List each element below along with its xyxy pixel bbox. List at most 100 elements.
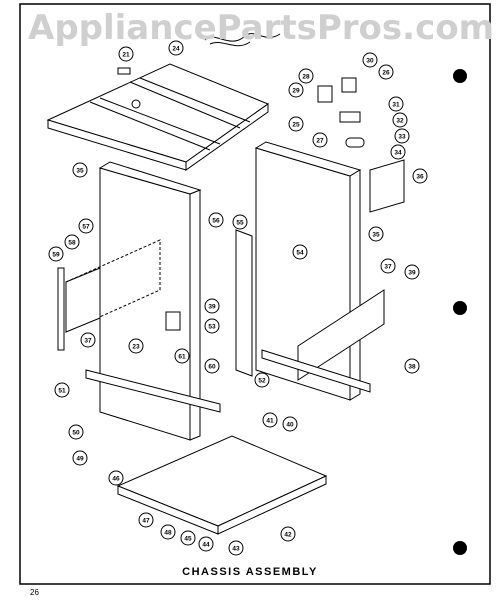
callout-circle	[380, 258, 396, 274]
callout-label: 38	[408, 363, 416, 370]
bottom-rail	[85, 369, 221, 413]
callout-circle	[54, 382, 70, 398]
callout-label: 34	[394, 149, 402, 156]
callout-circle	[128, 338, 144, 354]
callout-label: 23	[132, 343, 140, 350]
callout-circle	[232, 214, 248, 230]
callout-circle	[204, 298, 220, 314]
callout-circle	[72, 162, 88, 178]
callout-label: 39	[208, 303, 216, 310]
access-panel	[65, 267, 101, 333]
gasket	[57, 267, 65, 351]
callout-circle	[388, 96, 404, 112]
callout-label: 27	[316, 137, 324, 144]
page-border	[19, 3, 491, 585]
callout-label: 41	[266, 417, 274, 424]
base-plate-side	[217, 475, 327, 535]
clip-part	[339, 111, 361, 123]
binder-hole	[453, 301, 467, 315]
wire-harness	[204, 33, 281, 42]
callout-circle	[282, 416, 298, 432]
callout-circle	[298, 68, 314, 84]
callout-circle	[168, 40, 184, 56]
callout-circle	[198, 536, 214, 552]
callout-label: 43	[232, 545, 240, 552]
callout-label: 42	[284, 531, 292, 538]
top-panel-rail	[129, 81, 241, 129]
bottom-rail	[261, 349, 371, 393]
callout-label: 37	[384, 263, 392, 270]
callout-label: 58	[68, 239, 76, 246]
bracket-part	[165, 311, 181, 331]
parts-drawing	[46, 33, 405, 535]
callout-label: 30	[366, 57, 374, 64]
callout-circle	[404, 264, 420, 280]
bracket-part	[117, 67, 131, 75]
callout-circle	[362, 52, 378, 68]
callout-label: 36	[416, 173, 424, 180]
callout-circle	[412, 168, 428, 184]
callout-label: 35	[372, 231, 380, 238]
cylinder-part	[345, 137, 365, 148]
callout-label: 48	[164, 529, 172, 536]
callout-circle	[390, 144, 406, 160]
callout-label: 21	[122, 51, 130, 58]
callout-label: 54	[296, 249, 304, 256]
callout-label: 40	[286, 421, 294, 428]
page-number: 26	[30, 588, 39, 597]
diagram-caption: CHASSIS ASSEMBLY	[182, 566, 318, 578]
callout-label: 51	[58, 387, 66, 394]
callout-circle	[262, 412, 278, 428]
binder-hole	[453, 541, 467, 555]
callout-circle	[204, 318, 220, 334]
callout-label: 49	[76, 455, 84, 462]
wire-harness	[209, 41, 251, 47]
callout-circle	[204, 358, 220, 374]
callout-circle	[392, 112, 408, 128]
callout-circle	[280, 526, 296, 542]
callout-label: 32	[396, 117, 404, 124]
callout-label: 59	[52, 251, 60, 258]
left-side-panel-top	[98, 161, 202, 195]
callout-circle	[118, 46, 134, 62]
callout-circle	[108, 470, 124, 486]
callout-label: 26	[382, 69, 390, 76]
top-panel-rail	[99, 97, 221, 145]
callout-circle	[288, 82, 304, 98]
callout-label: 52	[258, 377, 266, 384]
top-panel-hole	[131, 99, 141, 109]
divider-strip	[235, 229, 253, 377]
callout-label: 37	[84, 337, 92, 344]
callout-circle	[208, 212, 224, 228]
base-plate	[116, 435, 328, 527]
callout-label: 55	[236, 219, 244, 226]
top-panel-rail	[89, 101, 211, 151]
callout-label: 31	[392, 101, 400, 108]
callout-label: 45	[184, 535, 192, 542]
callout-circle	[80, 332, 96, 348]
callout-label: 24	[172, 45, 180, 52]
callout-circle	[68, 424, 84, 440]
callout-circle	[174, 348, 190, 364]
callout-circle	[254, 372, 270, 388]
callout-label: 56	[212, 217, 220, 224]
callout-label: 47	[142, 517, 150, 524]
callout-label: 57	[82, 223, 90, 230]
callout-label: 44	[202, 541, 210, 548]
callout-circle	[160, 524, 176, 540]
callout-label: 28	[302, 73, 310, 80]
callout-circle	[48, 246, 64, 262]
callout-circle	[72, 450, 88, 466]
callout-circle	[292, 244, 308, 260]
callout-circle	[180, 530, 196, 546]
callout-label: 39	[408, 269, 416, 276]
callout-circle	[404, 358, 420, 374]
callout-circle	[78, 218, 94, 234]
callout-circle	[394, 128, 410, 144]
top-panel	[46, 63, 270, 163]
switch-part	[341, 77, 357, 93]
cover-plate	[369, 159, 405, 213]
callout-label: 50	[72, 429, 80, 436]
